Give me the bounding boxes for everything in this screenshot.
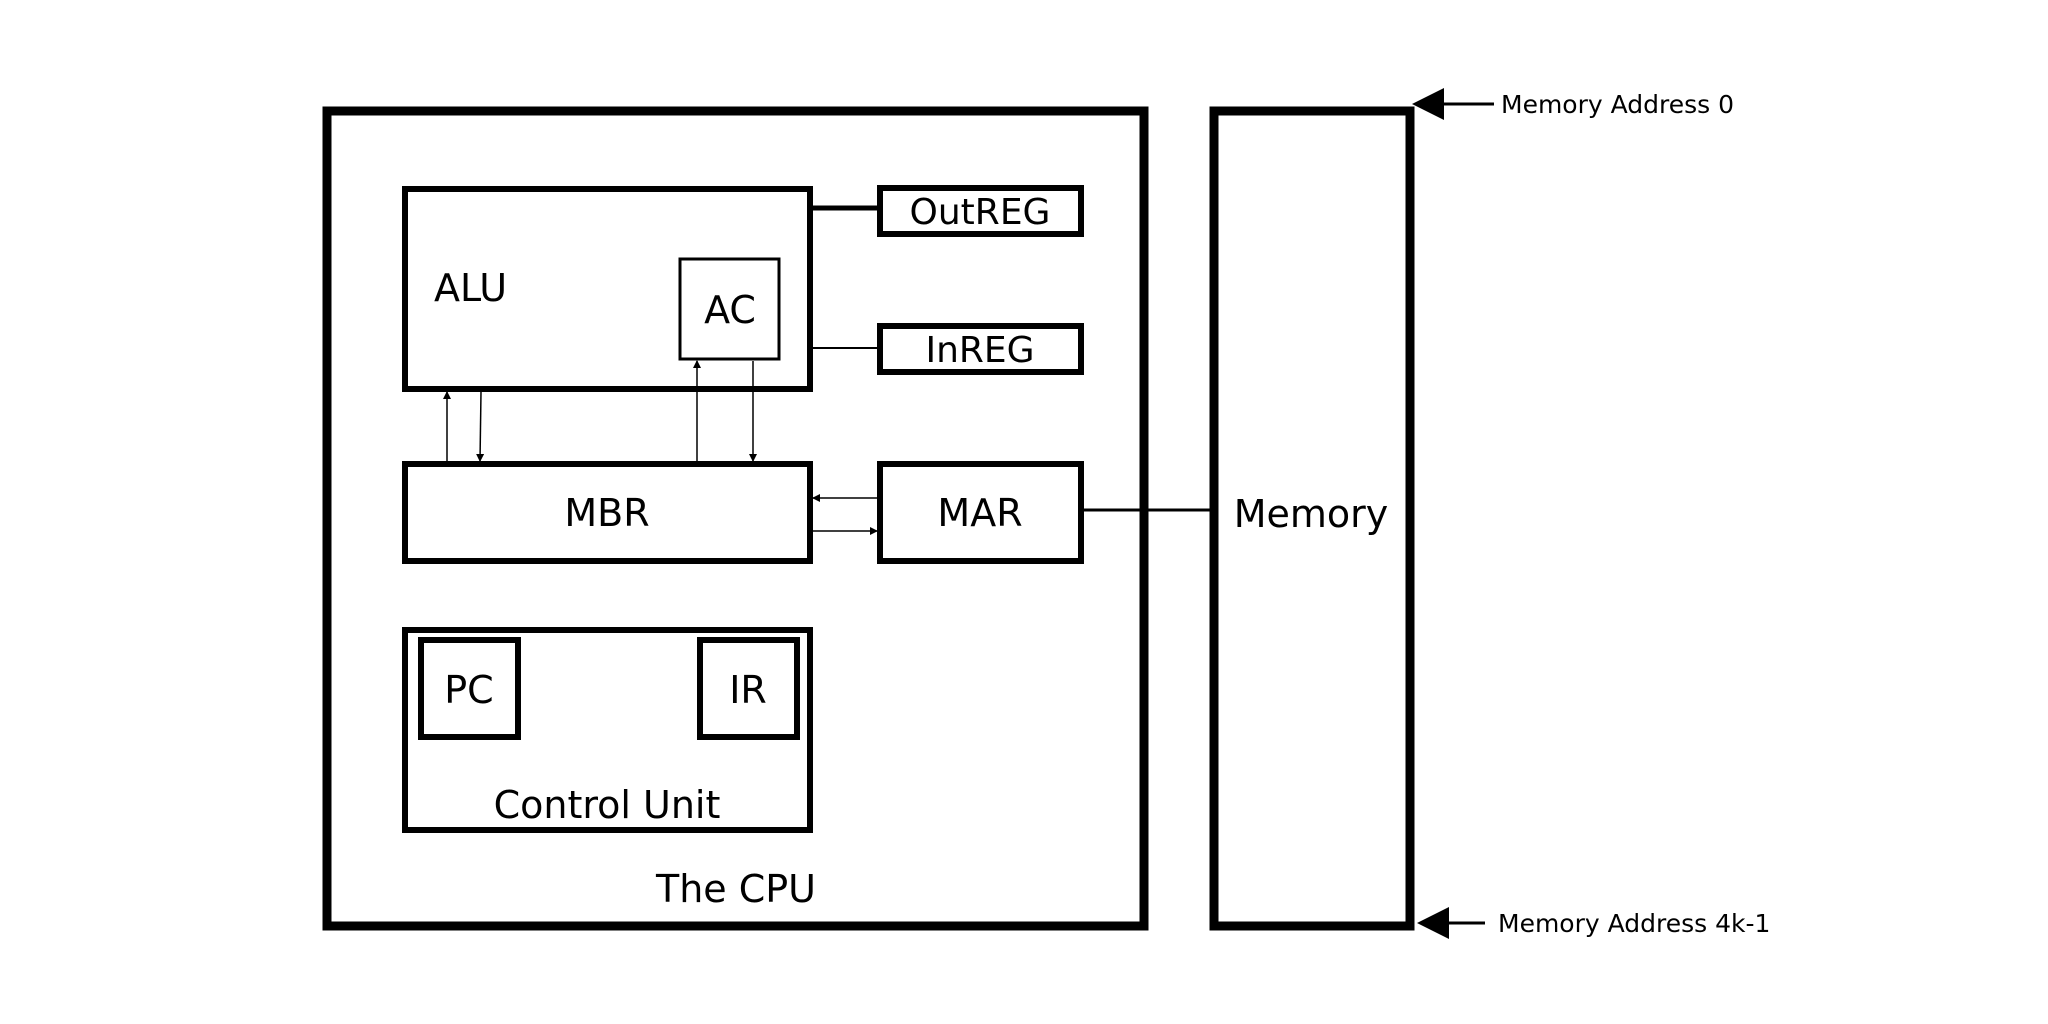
memory-address-top: Memory Address 0	[1501, 90, 1734, 119]
memory-box	[1209, 106, 1415, 931]
control-unit-label: Control Unit	[494, 783, 721, 827]
cpu-title: The CPU	[655, 867, 816, 911]
mbr-label: MBR	[564, 491, 649, 535]
memory-address-bottom: Memory Address 4k-1	[1498, 909, 1770, 938]
ir-box	[697, 637, 800, 740]
cpu-box	[322, 106, 1149, 931]
pc-label: PC	[444, 668, 493, 712]
ac-label: AC	[704, 288, 756, 332]
outreg-box	[877, 185, 1084, 237]
memory-label: Memory	[1234, 492, 1389, 536]
address-top-arrowhead-icon	[1412, 88, 1444, 120]
alu-label: ALU	[434, 266, 507, 310]
mar-box	[877, 461, 1084, 564]
ir-label: IR	[729, 668, 767, 712]
inreg-label: InREG	[925, 330, 1034, 371]
alu-to-mbr-arrow	[476, 391, 485, 462]
mbr-box	[402, 461, 813, 564]
address-bottom-arrowhead-icon	[1417, 907, 1449, 939]
control-unit-box	[402, 627, 813, 833]
outreg-label: OutREG	[910, 192, 1051, 233]
pc-box	[418, 637, 521, 740]
ac-box	[678, 257, 781, 361]
mar-label: MAR	[937, 491, 1022, 535]
alu-box	[402, 186, 813, 392]
